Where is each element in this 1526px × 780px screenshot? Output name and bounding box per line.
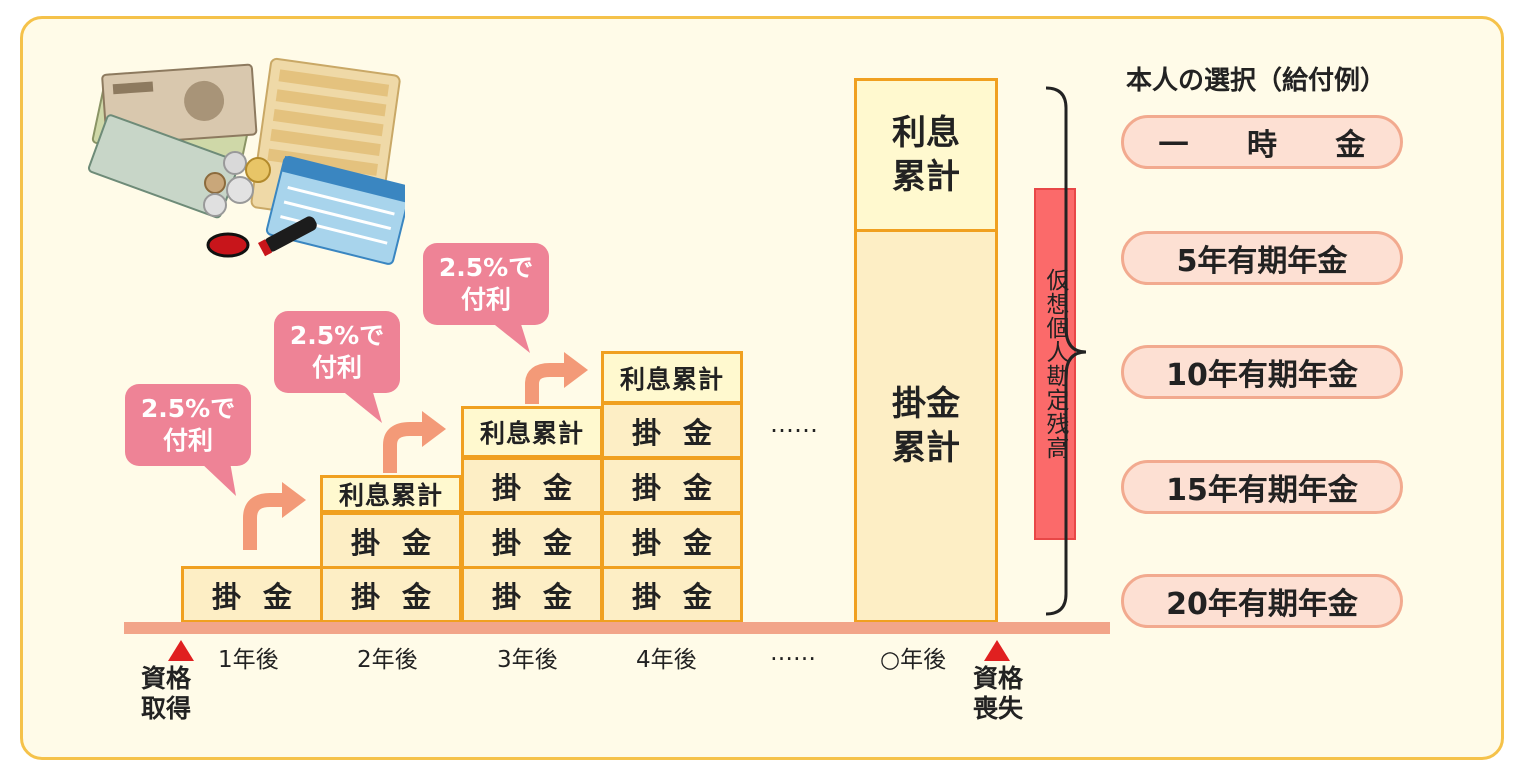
option-15-year-annuity: 15年有期年金 [1121,460,1403,514]
interest-bubble-1: 2.5%で 付利 [125,384,251,466]
option-20-year-annuity: 20年有期年金 [1121,574,1403,628]
triangle-marker-icon [168,640,194,662]
contribution-cell: 掛金 [601,402,743,459]
end-marker-label: 資格 喪失 [966,664,1030,724]
contribution-cell: 掛金 [461,457,603,514]
brace-icon [1040,84,1100,618]
interest-bubble-3: 2.5%で 付利 [423,243,549,325]
timeline-label: 3年後 [497,640,558,674]
final-contribution-total: 掛金 累計 [854,229,998,623]
curved-arrow-icon [380,405,450,475]
curved-arrow-icon [240,470,310,552]
bubble-tail-1 [200,462,240,498]
option-lump-sum: 一 時 金 [1121,115,1403,169]
curved-arrow-icon [522,348,592,406]
timeline-label: …… [770,640,816,666]
option-10-year-annuity: 10年有期年金 [1121,345,1403,399]
timeline-baseline [124,622,1110,634]
timeline-label: ○年後 [880,640,946,674]
timeline-label: 1年後 [218,640,279,674]
timeline-label: 2年後 [357,640,418,674]
ellipsis-label: …… [770,410,818,438]
contribution-cell: 掛金 [601,566,743,623]
timeline-label: 4年後 [636,640,697,674]
triangle-marker-icon [984,640,1010,662]
final-interest-total: 利息 累計 [854,78,998,232]
contribution-cell: 掛金 [181,566,323,623]
contribution-cell: 掛金 [601,457,743,514]
option-5-year-annuity: 5年有期年金 [1121,231,1403,285]
money-illustration-icon [75,55,405,265]
contribution-cell: 掛金 [461,566,603,623]
contribution-cell: 掛金 [320,566,462,623]
start-marker-label: 資格 取得 [134,664,198,724]
interest-bubble-2: 2.5%で 付利 [274,311,400,393]
interest-cell: 利息累計 [601,351,743,404]
contribution-cell: 掛金 [461,512,603,569]
contribution-cell: 掛金 [601,512,743,569]
interest-cell: 利息累計 [320,475,462,513]
options-heading: 本人の選択（給付例） [1126,60,1386,97]
contribution-cell: 掛金 [320,512,462,569]
interest-cell: 利息累計 [461,406,603,458]
